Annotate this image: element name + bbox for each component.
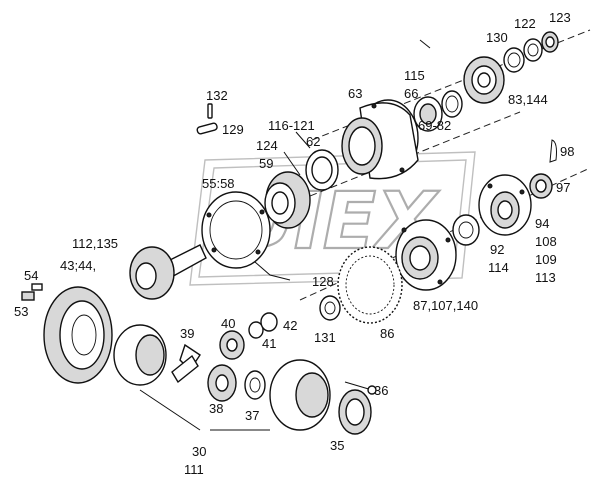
label-87-107-140: 87,107,140 — [413, 298, 478, 313]
label-124: 124 — [256, 138, 278, 153]
part-satellite-gear — [219, 330, 245, 360]
label-54: 54 — [24, 268, 38, 283]
label-97: 97 — [556, 180, 570, 195]
label-36: 36 — [374, 383, 388, 398]
part-flange — [478, 174, 532, 236]
label-40: 40 — [221, 316, 235, 331]
part-thrust-washer — [244, 370, 266, 400]
label-116-121: 116-121 — [268, 118, 315, 133]
part-bearing-small — [413, 96, 443, 132]
label-39: 39 — [180, 326, 194, 341]
label-43-44: 43;44, — [60, 258, 96, 273]
part-oil-seal — [452, 214, 480, 246]
part-outer-bearing — [463, 56, 505, 104]
part-pin — [207, 103, 213, 119]
label-130: 130 — [486, 30, 508, 45]
part-bearing — [264, 171, 311, 229]
part-seal-ring — [305, 149, 339, 191]
label-128: 128 — [312, 274, 334, 289]
label-129: 129 — [222, 122, 244, 137]
part-gasket-large — [201, 191, 271, 269]
label-35: 35 — [330, 438, 344, 453]
leader-lines — [139, 39, 431, 431]
label-38: 38 — [209, 401, 223, 416]
part-gasket-ring — [337, 246, 403, 324]
label-122: 122 — [514, 16, 536, 31]
part-lock-washer — [523, 38, 543, 62]
label-86: 86 — [380, 326, 394, 341]
part-case-bolt — [344, 381, 377, 395]
label-98: 98 — [560, 144, 574, 159]
label-113: 113 — [535, 270, 556, 285]
label-37: 37 — [245, 408, 259, 423]
label-63: 63 — [348, 86, 362, 101]
part-case-bearing — [338, 389, 372, 435]
label-132: 132 — [206, 88, 228, 103]
label-66: 66 — [404, 86, 418, 101]
label-83-144: 83,144 — [508, 92, 548, 107]
label-53: 53 — [14, 304, 28, 319]
label-69-82: 69-82 — [418, 118, 451, 133]
part-bolt — [31, 283, 43, 291]
label-109: 109 — [535, 252, 557, 267]
label-42: 42 — [283, 318, 297, 333]
label-55-58: 55:58 — [202, 176, 235, 191]
label-123: 123 — [549, 10, 571, 25]
part-key — [196, 122, 218, 135]
part-nut — [541, 31, 559, 53]
part-washer — [503, 47, 525, 73]
label-94: 94 — [535, 216, 549, 231]
part-bolt-nut — [21, 291, 35, 301]
label-59: 59 — [259, 156, 273, 171]
label-30: 30 — [192, 444, 206, 459]
part-spider-cross — [171, 343, 201, 384]
part-labels: 132 129 116-121 124 62 59 63 115 66 69-8… — [14, 10, 574, 477]
label-112-135: 112,135 — [72, 236, 118, 251]
part-cotter-pin — [549, 139, 557, 163]
part-pinion-shaft — [129, 244, 207, 300]
label-62: 62 — [306, 134, 320, 149]
part-castle-nut — [529, 173, 553, 199]
part-shim — [441, 90, 463, 118]
part-diff-case-left — [113, 324, 167, 386]
part-gear-washer — [248, 312, 278, 339]
part-diff-case-right — [269, 359, 331, 431]
label-114: 114 — [488, 260, 509, 275]
label-111: 111 — [184, 462, 204, 477]
label-131: 131 — [314, 330, 336, 345]
label-41: 41 — [262, 336, 276, 351]
part-hub-housing — [341, 99, 419, 180]
part-spacer — [319, 295, 341, 321]
label-115: 115 — [404, 68, 425, 83]
label-92: 92 — [490, 242, 504, 257]
part-bearing-cover — [395, 219, 457, 291]
part-side-gear — [207, 364, 237, 402]
part-ring-gear — [43, 286, 113, 384]
label-108: 108 — [535, 234, 557, 249]
